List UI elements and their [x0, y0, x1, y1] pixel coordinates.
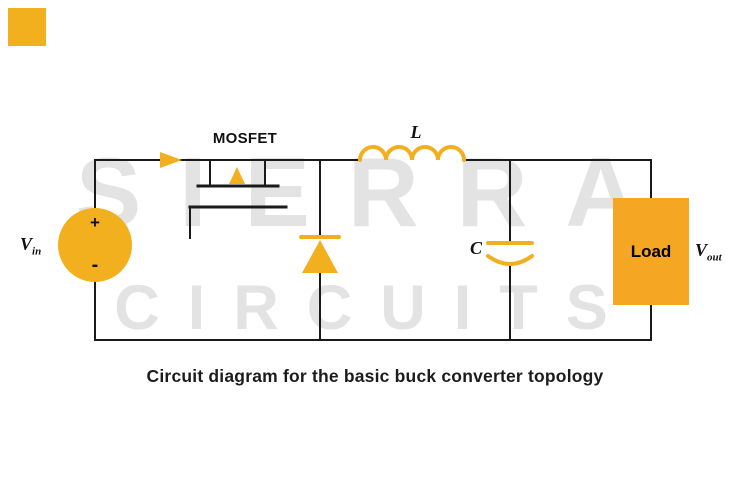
inductor-coil — [358, 145, 466, 162]
diode-triangle — [302, 240, 338, 273]
vin-label: Vin — [20, 234, 41, 258]
brand-corner-square — [8, 8, 46, 46]
capacitor-plate-bottom — [486, 254, 534, 266]
current-arrow-icon — [160, 152, 182, 168]
load-box: Load — [613, 198, 689, 305]
vout-symbol: V — [695, 240, 708, 260]
vin-symbol: V — [20, 234, 33, 254]
inductor-label: L — [410, 122, 422, 142]
mosfet-label: MOSFET — [212, 130, 278, 147]
vout-subscript: out — [707, 251, 722, 264]
watermark-line1: SIERRA — [75, 137, 675, 247]
source-minus-sign: - — [91, 254, 99, 276]
capacitor-label: C — [469, 238, 482, 258]
vin-subscript: in — [32, 245, 42, 258]
mosfet-arrow-icon — [229, 167, 245, 184]
vout-label: Vout — [695, 240, 722, 264]
voltage-source-circle — [58, 208, 132, 282]
caption: Circuit diagram for the basic buck conve… — [146, 366, 604, 386]
load-label: Load — [630, 241, 672, 261]
watermark-line2: CIRCUITS — [114, 273, 636, 343]
source-plus-sign: + — [90, 213, 100, 232]
mosfet-symbol — [188, 159, 288, 239]
